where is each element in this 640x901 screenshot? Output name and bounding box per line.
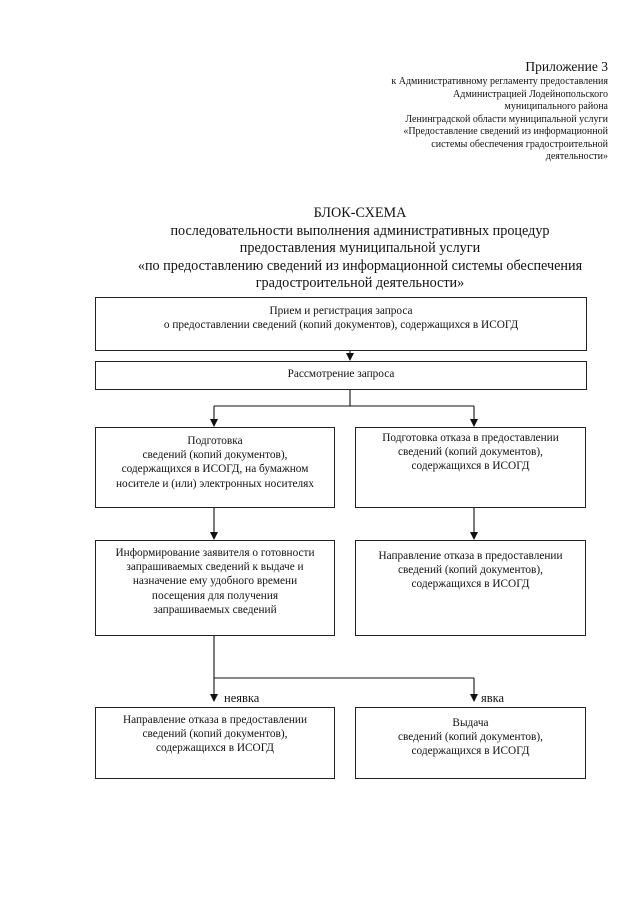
step-text: Направление отказа в предоставлении	[378, 550, 563, 562]
step-text: Подготовка	[187, 435, 243, 447]
step-text: содержащихся в ИСОГД	[156, 742, 274, 755]
step-receive-request: Прием и регистрация запроса о предоставл…	[95, 297, 587, 351]
appendix-title: Приложение 3	[525, 59, 608, 74]
step-issue-information: Выдача сведений (копий документов), соде…	[355, 707, 586, 779]
step-prepare-refusal: Подготовка отказа в предоставлении сведе…	[355, 427, 586, 508]
step-text: посещения для получения	[151, 589, 279, 602]
step-text: содержащихся в ИСОГД	[411, 578, 530, 591]
step-text: сведений (копий документов),	[142, 449, 288, 462]
step-text: сведений (копий документов),	[398, 564, 543, 577]
step-prepare-information: Подготовка сведений (копий документов), …	[95, 427, 335, 508]
step-send-refusal: Направление отказа в предоставлении свед…	[355, 540, 586, 636]
appendix-line: Ленинградской области муниципальной услу…	[405, 113, 608, 125]
heading-line: последовательности выполнения администра…	[170, 222, 550, 239]
step-text: содержащихся в ИСОГД, на бумажном	[121, 463, 309, 476]
step-text: назначение ему удобного времени	[132, 575, 298, 588]
step-text: Рассмотрение запроса	[287, 368, 395, 380]
step-text: Информирование заявителя о готовности	[115, 547, 315, 559]
step-text: сведений (копий документов),	[142, 728, 288, 741]
appendix-line: деятельности»	[545, 151, 608, 162]
heading-line: «по предоставлению сведений из информаци…	[137, 257, 583, 274]
step-text: сведений (копий документов),	[398, 446, 543, 459]
step-text: сведений (копий документов),	[398, 731, 543, 744]
step-no-show-refusal: Направление отказа в предоставлении свед…	[95, 707, 335, 779]
label-show: явка	[481, 691, 505, 705]
heading-line: предоставления муниципальной услуги	[239, 240, 481, 256]
appendix-line: к Административному регламенту предостав…	[391, 76, 608, 87]
appendix-line: Администрацией Лодейнопольского	[453, 88, 608, 100]
step-text: Выдача	[452, 717, 489, 729]
flowchart-heading: БЛОК-СХЕМА последовательности выполнения…	[90, 205, 630, 293]
appendix-line: муниципального района	[504, 101, 608, 112]
step-inform-applicant: Информирование заявителя о готовности за…	[95, 540, 335, 636]
step-text: запрашиваемых сведений	[153, 603, 277, 616]
label-no-show: неявка	[224, 691, 260, 705]
step-text: носителе и (или) электронных носителях	[115, 477, 315, 490]
appendix-note: Приложение 3 к Административному регламе…	[308, 58, 608, 164]
step-text: о предоставлении сведений (копий докумен…	[163, 319, 519, 332]
step-text: содержащихся в ИСОГД	[411, 745, 530, 758]
step-text: Направление отказа в предоставлении	[122, 714, 308, 726]
step-review-request: Рассмотрение запроса	[95, 361, 587, 390]
step-text: Прием и регистрация запроса	[269, 305, 413, 317]
appendix-line: «Предоставление сведений из информационн…	[403, 126, 608, 137]
heading-title: БЛОК-СХЕМА	[313, 205, 407, 221]
appendix-line: системы обеспечения градостроительной	[431, 138, 608, 150]
step-text: запрашиваемых сведений к выдаче и	[126, 561, 304, 574]
step-text: Подготовка отказа в предоставлении	[382, 432, 559, 444]
heading-line: градостроительной деятельности»	[255, 275, 465, 291]
step-text: содержащихся в ИСОГД	[411, 460, 530, 473]
